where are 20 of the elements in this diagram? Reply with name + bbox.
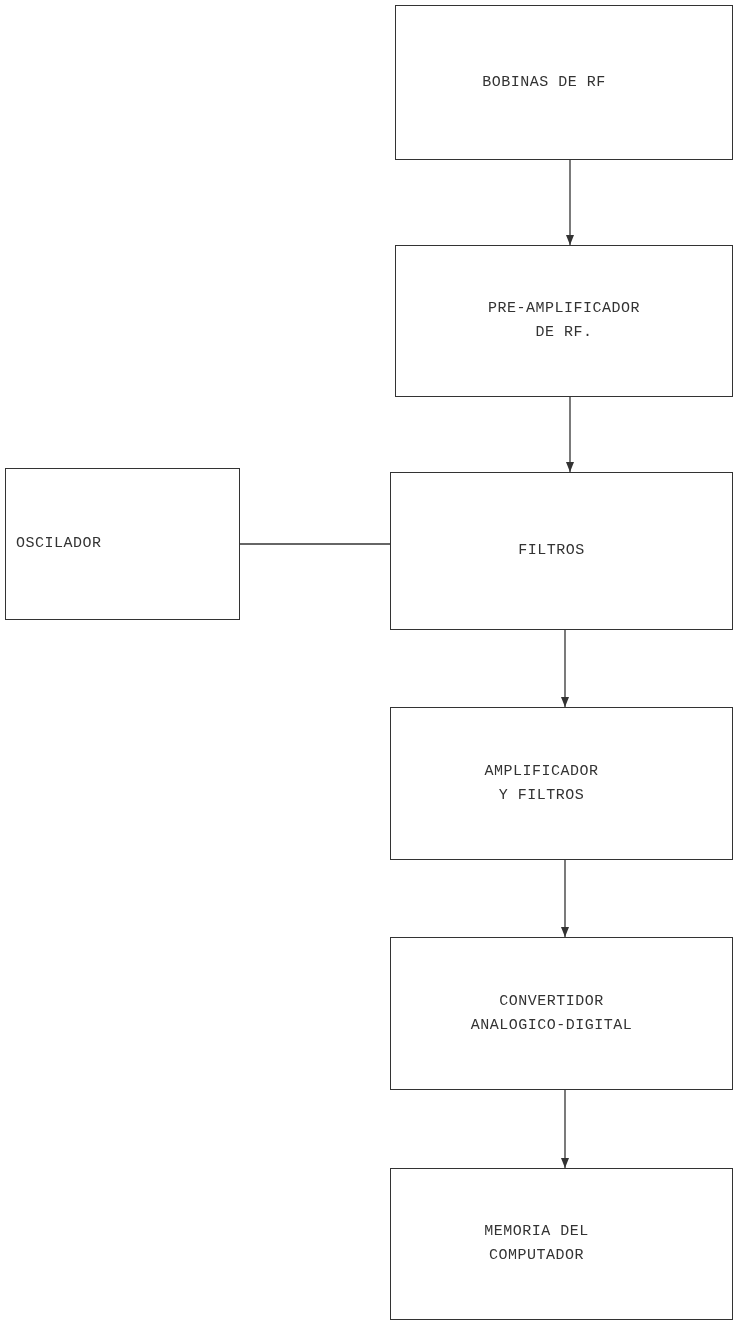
arrow (561, 859, 569, 938)
connector-line (239, 543, 391, 545)
block-label: OSCILADOR (16, 534, 102, 554)
block-box (390, 707, 733, 860)
block-label: PRE-AMPLIFICADOR DE RF. (487, 299, 641, 343)
arrow (566, 159, 574, 246)
block-label: AMPLIFICADOR Y FILTROS (484, 761, 599, 806)
arrow (561, 1089, 569, 1169)
block-box (390, 472, 733, 630)
block-label: MEMORIA DEL COMPUTADOR (483, 1222, 590, 1266)
arrow (561, 629, 569, 708)
block-box (390, 937, 733, 1090)
block-label: BOBINAS DE RF (482, 72, 606, 93)
block-box (395, 5, 733, 160)
arrow (566, 396, 574, 473)
block-box (5, 468, 240, 620)
block-box (395, 245, 733, 397)
block-box (390, 1168, 733, 1320)
block-label: CONVERTIDOR ANALOGICO-DIGITAL (469, 991, 634, 1036)
block-label: FILTROS (518, 541, 585, 561)
